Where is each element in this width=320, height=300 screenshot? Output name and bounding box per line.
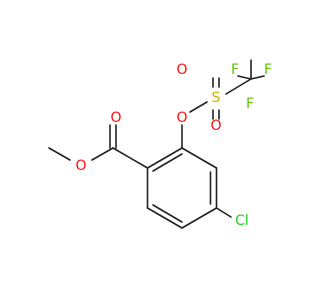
molecule-structure: O O O S O O F F F Cl [48, 59, 272, 229]
ring-double-bond-inner [152, 204, 183, 223]
ring-double-bond-inner [152, 153, 183, 172]
ring-bond [181, 147, 218, 169]
fluorine-left-label: F [231, 62, 239, 78]
sulfonyl-oxygen-top-label: O [176, 62, 187, 78]
carbonyl-to-o-bond [91, 147, 114, 161]
ring-to-chlorine-bond [215, 207, 232, 218]
fluorine-right-label: F [264, 62, 272, 78]
ester-single-oxygen-label: O [75, 158, 86, 174]
c-to-f-bond [237, 75, 252, 80]
ester-carbonyl-oxygen-label: O [110, 110, 121, 126]
sulfur-to-cf3-bond [225, 78, 252, 95]
ester-group [48, 124, 149, 169]
chlorine-label: Cl [235, 213, 249, 229]
sulfonyl-sulfur-label: S [212, 90, 221, 106]
sulfonyl-oxygen-bottom-label: O [210, 118, 221, 134]
molecule-diagram: O O O S O O F F F Cl [48, 59, 272, 229]
ether-oxygen-label: O [176, 110, 187, 126]
ring-bond [146, 147, 183, 169]
benzene-ring [146, 147, 218, 229]
c-to-f-bond [250, 75, 265, 80]
ring-bond [146, 207, 183, 229]
fluorine-bottom-label: F [246, 96, 254, 112]
ring-to-carbonyl-bond [112, 147, 149, 169]
triflate-group [181, 59, 265, 149]
o-to-methyl-bond [48, 147, 71, 161]
ring-bond [181, 207, 218, 229]
o-to-sulfur-bond [189, 101, 208, 113]
